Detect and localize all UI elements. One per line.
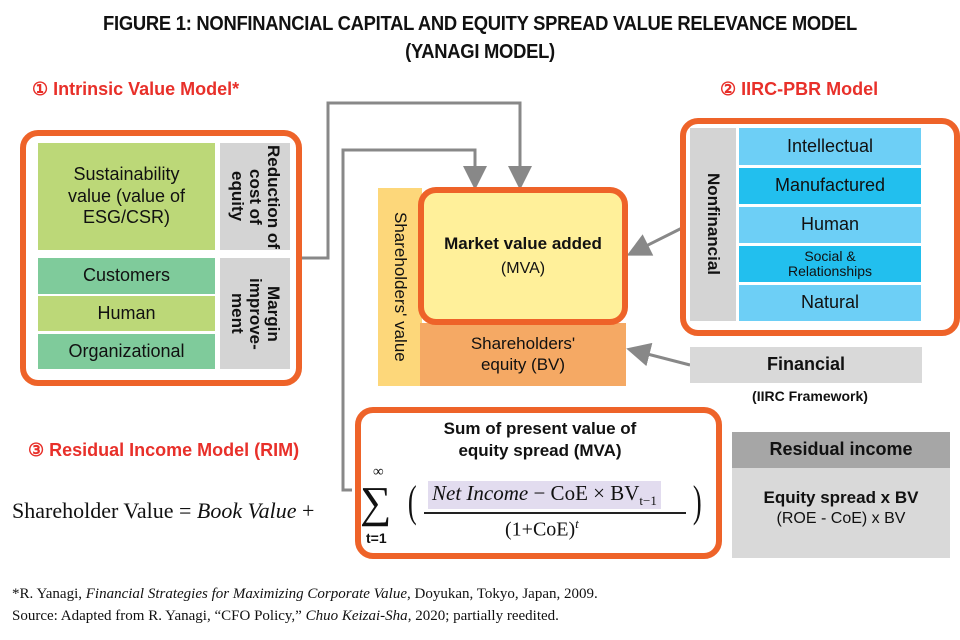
right-paren: ) <box>692 477 702 526</box>
lhs-text: Shareholder Value = <box>12 498 192 523</box>
sustainability-value-cell: Sustainability value (value of ESG/CSR) <box>38 143 215 250</box>
footnote-2: Source: Adapted from R. Yanagi, “CFO Pol… <box>12 608 559 625</box>
customers-cell: Customers <box>38 258 215 294</box>
denominator: (1+CoE)t <box>505 516 579 542</box>
fn1-a: *R. Yanagi, <box>12 586 86 602</box>
fn2-c: , 2020; partially reedited. <box>407 608 559 624</box>
arrow-rim-to-mva <box>341 148 487 492</box>
figure-title-line2: (YANAGI MODEL) <box>405 41 555 63</box>
net-income-text: Net Income <box>432 481 529 505</box>
figure-title-line1: FIGURE 1: NONFINANCIAL CAPITAL AND EQUIT… <box>103 13 857 35</box>
numerator-subscript: t−1 <box>639 493 657 509</box>
nonfinancial-cell: Nonfinancial <box>690 128 736 321</box>
arrow-intrinsic-to-mva <box>300 101 532 260</box>
footnote-1: *R. Yanagi, Financial Strategies for Max… <box>12 586 598 603</box>
fraction-bar <box>424 512 686 514</box>
sum-lower-limit: t=1 <box>366 530 387 546</box>
human-capital-cell: Human <box>739 207 921 243</box>
formula-lhs: Shareholder Value = Book Value + <box>12 498 314 524</box>
fn2-b: Chuo Keizai-Sha <box>305 608 408 624</box>
intrinsic-model-label: ① Intrinsic Value Model* <box>32 79 240 99</box>
social-relationships-cell: Social & Relationships <box>739 246 921 282</box>
equity-spread-text: Equity spread x BV <box>763 488 919 507</box>
arrow-nonfinancial-to-mva <box>626 226 683 256</box>
book-value-text: Book Value <box>196 498 297 523</box>
sigma-symbol: ∑ <box>360 478 392 527</box>
mva-box: Market value added (MVA) <box>418 187 628 325</box>
shareholders-value-cell: Shareholders' value <box>378 188 422 386</box>
manufactured-cell: Manufactured <box>739 168 921 204</box>
plus-sign: + <box>302 498 315 523</box>
fn2-a: Source: Adapted from R. Yanagi, “CFO Pol… <box>12 608 306 624</box>
reduction-cost-equity-cell: Reduction of cost of equity <box>220 143 290 250</box>
shareholders-equity-cell: Shareholders' equity (BV) <box>420 323 626 386</box>
residual-income-body: Equity spread x BV (ROE - CoE) x BV <box>732 468 950 558</box>
denominator-exponent: t <box>575 516 579 531</box>
sum-upper-limit: ∞ <box>373 464 384 480</box>
fn1-b: Financial Strategies for Maximizing Corp… <box>85 586 407 602</box>
natural-cell: Natural <box>739 285 921 321</box>
arrow-financial-to-equity <box>626 342 691 367</box>
denominator-text: (1+CoE) <box>505 518 576 541</box>
mva-title: Market value added <box>444 234 602 253</box>
financial-cell: Financial <box>690 347 922 383</box>
residual-income-header: Residual income <box>732 432 950 468</box>
intellectual-cell: Intellectual <box>739 128 921 165</box>
mva-subtitle: (MVA) <box>500 260 546 277</box>
iirc-framework-label: (IIRC Framework) <box>752 388 868 404</box>
margin-improvement-cell: Margin improve-ment <box>220 258 290 369</box>
iirc-model-label: ② IIRC-PBR Model <box>720 79 879 99</box>
organizational-cell: Organizational <box>38 334 215 369</box>
human-cell: Human <box>38 296 215 331</box>
roe-coe-text: (ROE - CoE) x BV <box>776 510 906 527</box>
numerator-rest: − CoE × BV <box>528 481 640 505</box>
sum-title: Sum of present value of equity spread (M… <box>443 419 637 461</box>
left-paren: ( <box>407 477 417 526</box>
rim-label: ③ Residual Income Model (RIM) <box>28 440 300 460</box>
numerator: Net Income − CoE × BVt−1 <box>428 481 661 509</box>
fn1-c: , Doyukan, Tokyo, Japan, 2009. <box>407 586 598 602</box>
